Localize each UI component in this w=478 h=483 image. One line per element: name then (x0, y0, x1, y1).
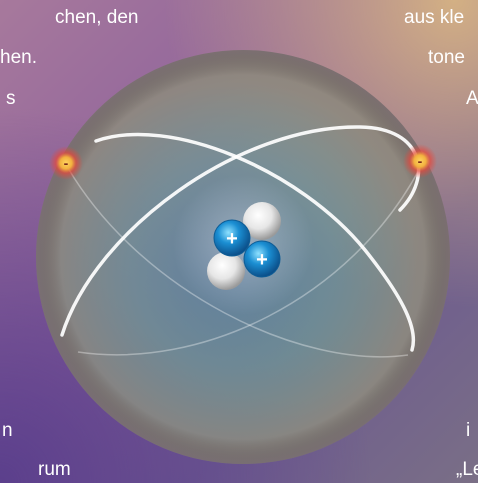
electron-right-charge: - (418, 153, 423, 169)
text-fragment-right-3: A (466, 88, 478, 109)
proton-right-charge: + (256, 249, 268, 271)
text-fragment-left-3: s (6, 88, 16, 109)
orbit-front-2 (94, 132, 416, 352)
electron-right: - (403, 144, 437, 178)
text-fragment-right-1: aus kle (404, 7, 465, 28)
text-fragment-right-4: i (466, 420, 471, 441)
electron-left-charge: - (64, 155, 69, 171)
text-fragment-left-2: hen. (0, 47, 37, 68)
text-fragment-left-1: chen, den (55, 7, 139, 28)
orbit-back-1 (67, 167, 409, 358)
text-fragment-left-4: n (2, 420, 13, 441)
text-fragment-right-2: tone (428, 47, 465, 68)
proton-left: + (213, 219, 251, 257)
orbit-back-2 (77, 167, 421, 356)
neutron-top (243, 202, 281, 240)
proton-left-charge: + (226, 228, 238, 250)
text-fragment-right-5: „Lei (456, 459, 478, 480)
neutron-bottom (207, 252, 245, 290)
electron-left: - (49, 146, 83, 180)
text-fragment-left-5: rum (38, 459, 71, 480)
proton-right: + (243, 240, 281, 278)
nucleus: + + (207, 202, 281, 290)
